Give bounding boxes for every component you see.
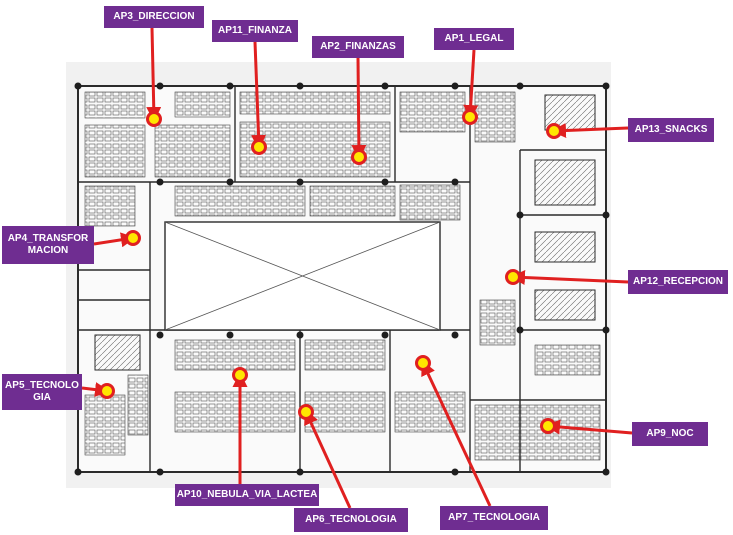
marker-ap5[interactable] (99, 383, 115, 399)
arrow-ap1 (463, 49, 479, 120)
label-ap4: AP4_TRANSFOR MACION (2, 226, 94, 264)
arrow-ap12 (510, 270, 629, 286)
label-ap6: AP6_TECNOLOGIA (294, 508, 408, 532)
marker-ap1[interactable] (462, 109, 478, 125)
marker-ap13[interactable] (546, 123, 562, 139)
marker-ap4[interactable] (125, 230, 141, 246)
marker-ap12[interactable] (505, 269, 521, 285)
arrow-ap9 (545, 419, 633, 435)
label-ap11: AP11_FINANZA (212, 20, 298, 42)
arrow-ap3 (146, 27, 162, 122)
label-ap3: AP3_DIRECCION (104, 6, 204, 28)
label-ap12: AP12_RECEPCION (628, 270, 728, 294)
arrow-ap2 (351, 57, 367, 160)
access-point-markers (99, 109, 562, 434)
building-plan (66, 62, 611, 488)
arrow-ap11 (251, 41, 267, 150)
arrow-ap6 (304, 409, 352, 509)
marker-ap6[interactable] (298, 404, 314, 420)
label-ap5: AP5_TECNOLO GIA (2, 374, 82, 410)
label-ap7: AP7_TECNOLOGIA (440, 506, 548, 530)
marker-ap2[interactable] (351, 149, 367, 165)
label-ap13: AP13_SNACKS (628, 118, 714, 142)
label-ap10: AP10_NEBULA_VIA_LACTEA (175, 484, 319, 506)
label-ap1: AP1_LEGAL (434, 28, 514, 50)
marker-ap9[interactable] (540, 418, 556, 434)
label-ap9: AP9_NOC (632, 422, 708, 446)
arrow-ap13 (551, 123, 629, 139)
marker-ap7[interactable] (415, 355, 431, 371)
marker-ap3[interactable] (146, 111, 162, 127)
label-ap2: AP2_FINANZAS (312, 36, 404, 58)
marker-ap11[interactable] (251, 139, 267, 155)
arrow-ap7 (421, 360, 492, 507)
pointer-arrows (81, 27, 633, 509)
marker-ap10[interactable] (232, 367, 248, 383)
